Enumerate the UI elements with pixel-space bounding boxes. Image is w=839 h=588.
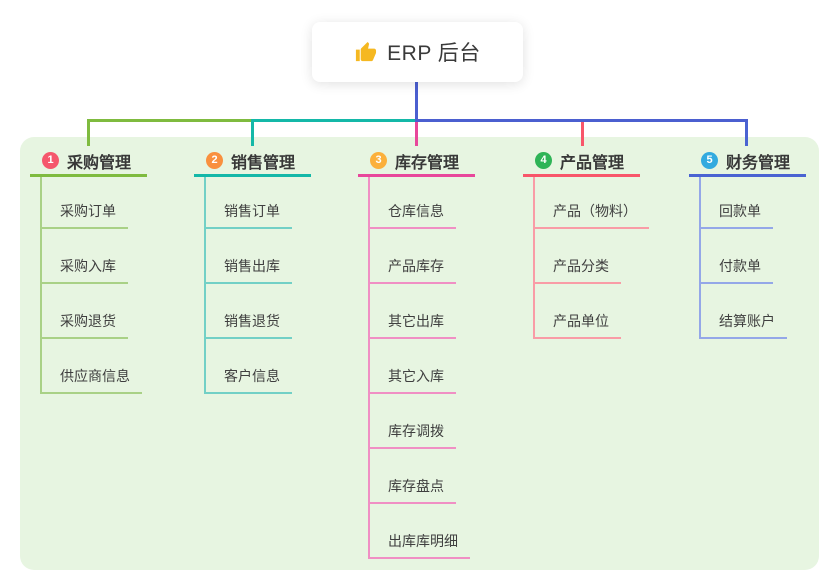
branch-title-node[interactable]: 5 财务管理 (689, 150, 806, 177)
child-topic-node[interactable]: 产品分类 (535, 229, 621, 284)
child-topic-node[interactable]: 库存盘点 (370, 449, 456, 504)
branch-title-node[interactable]: 2 销售管理 (194, 150, 311, 177)
branch-label: 采购管理 (67, 154, 132, 172)
branch: 2 销售管理 销售订单销售出库销售退货客户信息 (194, 150, 311, 394)
child-topic-node[interactable]: 产品库存 (370, 229, 456, 284)
branch-number-badge: 4 (535, 152, 552, 169)
branch-label: 产品管理 (560, 154, 625, 172)
branches-background-panel (20, 137, 819, 570)
child-topic-node[interactable]: 客户信息 (206, 339, 292, 394)
child-topic-node[interactable]: 库存调拨 (370, 394, 456, 449)
branch-children-list: 回款单付款单结算账户 (699, 177, 787, 339)
branch-children-list: 仓库信息产品库存其它出库其它入库库存调拨库存盘点出库库明细 (368, 177, 470, 559)
child-topic-node[interactable]: 其它出库 (370, 284, 456, 339)
branch-title-node[interactable]: 1 采购管理 (30, 150, 147, 177)
branch: 3 库存管理 仓库信息产品库存其它出库其它入库库存调拨库存盘点出库库明细 (358, 150, 475, 559)
branch-number-badge: 3 (370, 152, 387, 169)
connector-root-vertical (415, 82, 418, 122)
branch: 1 采购管理 采购订单采购入库采购退货供应商信息 (30, 150, 147, 394)
child-topic-node[interactable]: 产品（物料） (535, 177, 649, 229)
child-topic-node[interactable]: 仓库信息 (370, 177, 456, 229)
root-node-erp[interactable]: ERP 后台 (312, 22, 523, 82)
branch-title-node[interactable]: 4 产品管理 (523, 150, 640, 177)
child-topic-node[interactable]: 采购订单 (42, 177, 128, 229)
branch-number-badge: 5 (701, 152, 718, 169)
branch-children-list: 采购订单采购入库采购退货供应商信息 (40, 177, 142, 394)
connector-horizontal-left (87, 119, 253, 122)
connector-horizontal-middle (251, 119, 417, 122)
connector-drop (745, 119, 748, 146)
branch-children-list: 产品（物料）产品分类产品单位 (533, 177, 649, 339)
child-topic-node[interactable]: 出库库明细 (370, 504, 470, 559)
connector-horizontal-right (415, 119, 748, 122)
branch-label: 库存管理 (395, 154, 460, 172)
root-node-title: ERP 后台 (387, 42, 481, 65)
branch: 4 产品管理 产品（物料）产品分类产品单位 (523, 150, 649, 339)
thumbs-up-icon (356, 41, 377, 61)
child-topic-node[interactable]: 其它入库 (370, 339, 456, 394)
branch-title-node[interactable]: 3 库存管理 (358, 150, 475, 177)
child-topic-node[interactable]: 销售订单 (206, 177, 292, 229)
branch-label: 财务管理 (726, 154, 791, 172)
connector-drop (251, 119, 254, 146)
child-topic-node[interactable]: 产品单位 (535, 284, 621, 339)
connector-drop (415, 119, 418, 146)
connector-drop (87, 119, 90, 146)
branch-number-badge: 1 (42, 152, 59, 169)
branch-children-list: 销售订单销售出库销售退货客户信息 (204, 177, 292, 394)
branch-label: 销售管理 (231, 154, 296, 172)
child-topic-node[interactable]: 销售退货 (206, 284, 292, 339)
child-topic-node[interactable]: 付款单 (701, 229, 773, 284)
child-topic-node[interactable]: 采购退货 (42, 284, 128, 339)
child-topic-node[interactable]: 供应商信息 (42, 339, 142, 394)
child-topic-node[interactable]: 采购入库 (42, 229, 128, 284)
child-topic-node[interactable]: 销售出库 (206, 229, 292, 284)
branch-number-badge: 2 (206, 152, 223, 169)
child-topic-node[interactable]: 回款单 (701, 177, 773, 229)
branch: 5 财务管理 回款单付款单结算账户 (689, 150, 806, 339)
child-topic-node[interactable]: 结算账户 (701, 284, 787, 339)
connector-drop (581, 119, 584, 146)
